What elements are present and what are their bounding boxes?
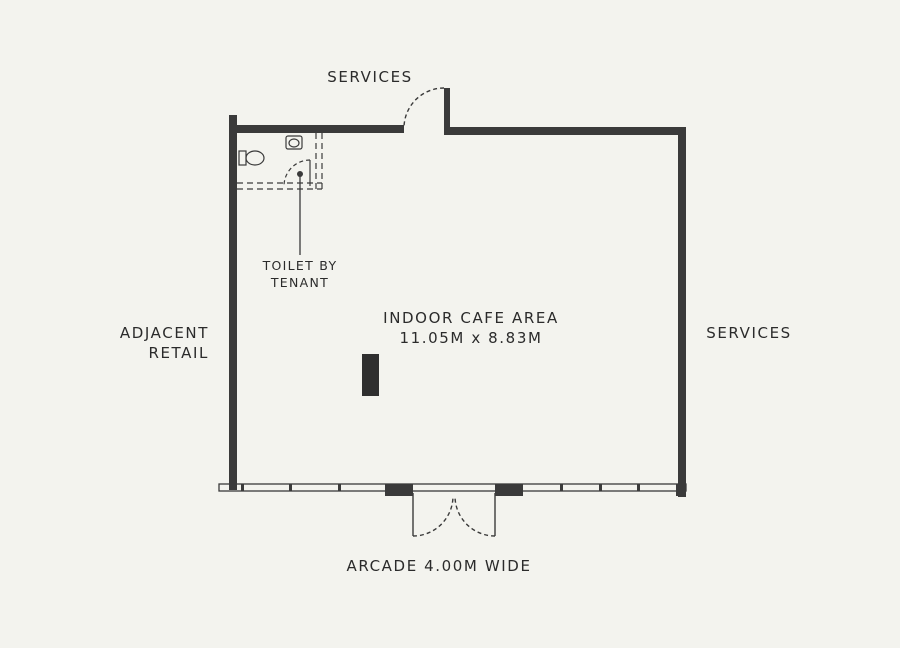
basin-icon bbox=[285, 135, 303, 150]
label-toilet-line2: TENANT bbox=[270, 275, 329, 290]
label-room-name: INDOOR CAFE AREA bbox=[383, 309, 559, 327]
toilet-area bbox=[237, 133, 323, 190]
service-door-top bbox=[403, 87, 445, 129]
label-arcade: ARCADE 4.00M WIDE bbox=[346, 557, 531, 575]
wall-top-left bbox=[229, 125, 404, 133]
walls bbox=[229, 88, 686, 497]
wall-left bbox=[229, 115, 237, 490]
door-jamb-top bbox=[444, 88, 450, 133]
label-room-dimensions: 11.05M x 8.83M bbox=[399, 329, 542, 347]
toilet-pointer bbox=[297, 171, 303, 255]
shopfront bbox=[218, 483, 687, 496]
wall-top-right bbox=[444, 127, 686, 135]
structural-column bbox=[362, 354, 379, 396]
label-adjacent-retail-line2: RETAIL bbox=[148, 344, 209, 362]
label-services-top: SERVICES bbox=[327, 68, 413, 86]
front-doors bbox=[412, 493, 496, 537]
label-services-right: SERVICES bbox=[706, 324, 792, 342]
label-toilet-line1: TOILET BY bbox=[262, 258, 338, 273]
toilet-icon bbox=[238, 150, 265, 166]
wall-right bbox=[678, 127, 686, 497]
door-swing-arc bbox=[403, 87, 445, 129]
label-adjacent-retail-line1: ADJACENT bbox=[120, 324, 209, 342]
